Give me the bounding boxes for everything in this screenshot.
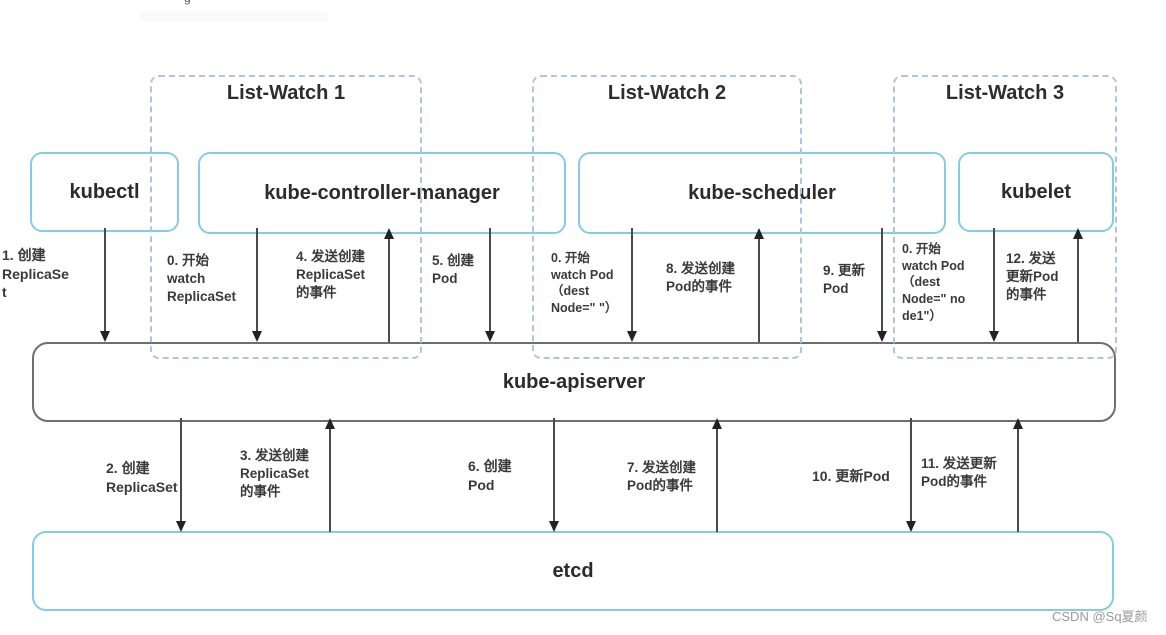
edge-label-12: 12. 发送 更新Pod 的事件 [1006,251,1059,302]
node-kubectl-label: kubectl [69,180,140,203]
arrow-5-create-pod [484,228,496,342]
edge-label-0-lw1: 0. 开始 watch ReplicaSet [167,253,237,304]
arrow-12-send-update-pod-event [1072,228,1084,342]
arrowhead-down-icon [549,521,559,532]
node-kube-controller-manager-label: kube-controller-manager [264,181,500,204]
arrow-6-create-pod [548,418,560,532]
arrowhead-up-icon [1073,228,1083,239]
arrow-9-update-pod [876,228,888,342]
faint-top-band [140,12,328,22]
arrow-3-send-replicaset-event [324,418,336,532]
edge-label-5: 5. 创建 Pod [432,253,475,286]
arrow-11-send-update-pod-event [1012,418,1024,532]
arrowhead-down-icon [100,331,110,342]
arrowhead-down-icon [176,521,186,532]
edge-label-4: 4. 发送创建 ReplicaSet 的事件 [296,249,366,300]
node-etcd-label: etcd [552,559,594,582]
node-kube-scheduler: kube-scheduler [578,152,946,234]
edge-label-0-lw2: 0. 开始 watch Pod （dest Node=" "） [551,251,618,315]
edge-label-1: 1. 创建 ReplicaSe t [2,247,69,301]
arrow-1-create-replicaset [99,228,111,342]
arrowhead-up-icon [1013,418,1023,429]
arrowhead-down-icon [485,331,495,342]
node-kube-apiserver: kube-apiserver [32,342,1116,422]
edge-label-2: 2. 创建 ReplicaSet [106,460,178,495]
arrowhead-down-icon [877,331,887,342]
edge-label-7: 7. 发送创建 Pod的事件 [627,460,697,493]
node-kube-scheduler-label: kube-scheduler [688,181,836,204]
edge-label-9: 9. 更新 Pod [823,263,866,296]
arrowhead-down-icon [627,331,637,342]
arrowhead-down-icon [989,331,999,342]
edge-label-3: 3. 发送创建 ReplicaSet 的事件 [240,448,310,499]
group-list-watch-2-title: List-Watch 2 [607,82,727,104]
arrowhead-down-icon [906,521,916,532]
node-kubelet: kubelet [958,152,1114,232]
arrowhead-up-icon [754,228,764,239]
arrowhead-up-icon [712,418,722,429]
node-etcd: etcd [32,531,1114,611]
node-kubectl: kubectl [30,152,179,232]
arrow-8-send-pod-event [753,228,765,342]
node-kube-controller-manager: kube-controller-manager [198,152,566,234]
node-kubelet-label: kubelet [1000,180,1072,203]
group-list-watch-3-title: List-Watch 3 [945,82,1065,104]
arrow-7-send-pod-event [711,418,723,532]
csdn-watermark: CSDN @Sq夏颜 [1052,609,1148,624]
edge-label-11: 11. 发送更新 Pod的事件 [921,456,997,489]
group-list-watch-1-title: List-Watch 1 [226,82,346,104]
node-kube-apiserver-label: kube-apiserver [502,370,646,393]
edge-label-10: 10. 更新Pod [812,468,890,484]
cropped-text-fragment: g [184,0,191,8]
edge-label-0-lw3: 0. 开始 watch Pod （dest Node=" no de1"） [902,242,966,323]
arrow-0-watch-pod-kubelet [988,228,1000,342]
edge-label-8: 8. 发送创建 Pod的事件 [666,261,736,294]
edge-label-6: 6. 创建 Pod [468,458,512,493]
arrowhead-down-icon [252,331,262,342]
arrow-10-update-pod [905,418,917,532]
arrowhead-up-icon [325,418,335,429]
arrow-2-create-replicaset [175,418,187,532]
arrow-0-watch-pod-scheduler [626,228,638,342]
arrow-0-watch-replicaset [251,228,263,342]
arrowhead-up-icon [384,228,394,239]
arrow-4-send-replicaset-event [383,228,395,342]
